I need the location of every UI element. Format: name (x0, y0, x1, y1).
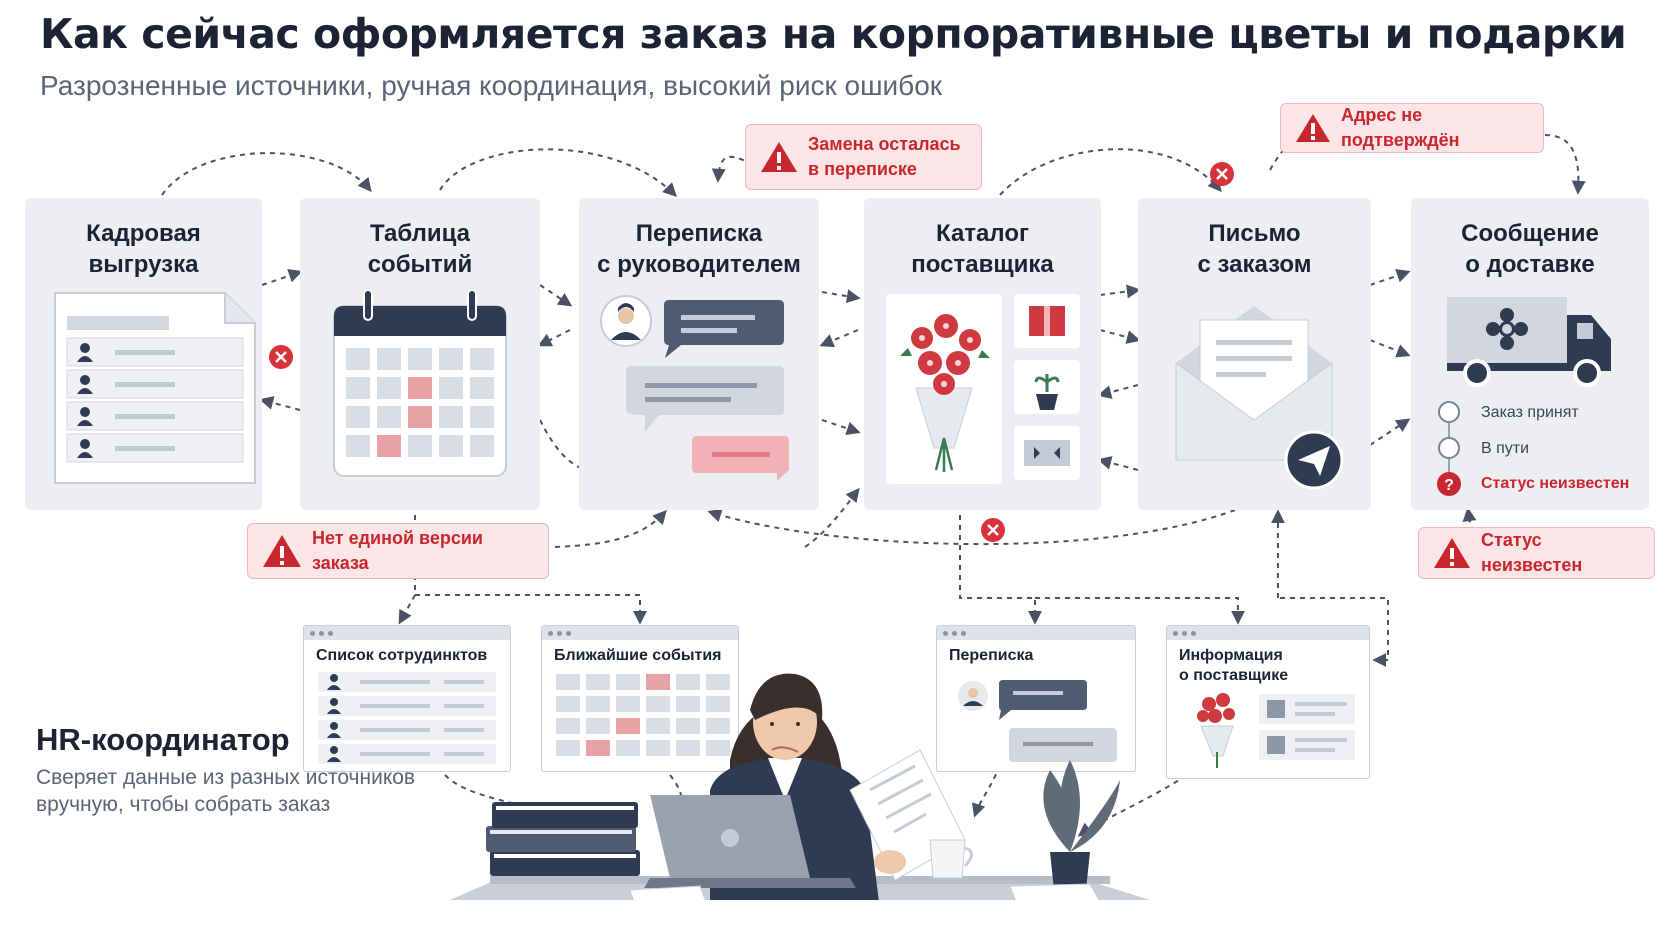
stage-title: Переписка с руководителем (597, 220, 801, 278)
calendar-cell (470, 348, 494, 370)
calendar-cell (470, 406, 494, 428)
coordinator-illustration (450, 673, 1150, 900)
stage-title: Письмо с заказом (1197, 220, 1312, 278)
alert-status-unknown: Статус неизвестен (1418, 527, 1655, 579)
page-subtitle: Разрозненные источники, ручная координац… (40, 70, 943, 101)
calendar-cell (556, 674, 580, 690)
calendar-cell (676, 696, 700, 712)
calendar-icon (333, 289, 507, 477)
warning-icon (1296, 114, 1330, 142)
calendar-cell (616, 674, 640, 690)
calendar-cell (556, 696, 580, 712)
stage-title: Сообщение о доставке (1461, 220, 1599, 278)
calendar-cell (408, 377, 432, 399)
warning-icon (761, 142, 797, 172)
supplier-info-icon (1197, 693, 1355, 768)
calendar-cell (646, 740, 670, 756)
calendar-cell (439, 377, 463, 399)
calendar-cell (586, 740, 610, 756)
calendar-cell (377, 348, 401, 370)
spreadsheet-icon (54, 292, 256, 484)
status-unknown: Статус неизвестен (1481, 475, 1630, 492)
calendar-cell (646, 674, 670, 690)
stage-delivery-message: Сообщение о доставке ? Заказ принят В пу… (1411, 198, 1649, 510)
alert-text: Нет единой версии заказа (312, 528, 483, 573)
calendar-cell (616, 718, 640, 734)
calendar-cell (586, 674, 610, 690)
alert-address-unconfirmed: Адрес не подтверждён (1280, 103, 1544, 153)
calendar-cell (377, 435, 401, 457)
mini-calendar-icon (556, 674, 730, 756)
window-title: Ближайшие события (554, 647, 722, 664)
calendar-cell (439, 406, 463, 428)
employee-list-icon (318, 672, 496, 764)
calendar-cell (706, 740, 730, 756)
alert-text: Замена осталась в переписке (808, 134, 961, 179)
calendar-cell (676, 674, 700, 690)
stage-title: Каталог поставщика (911, 220, 1054, 278)
calendar-cell (439, 348, 463, 370)
page-title: Как сейчас оформляется заказ на корпорат… (40, 10, 1627, 58)
stage-title: Таблица событий (367, 220, 473, 278)
status-accepted: Заказ принят (1481, 404, 1579, 421)
calendar-cell (408, 348, 432, 370)
calendar-cell (470, 377, 494, 399)
alert-text: Статус неизвестен (1481, 530, 1583, 575)
window-title: Информация о поставщике (1179, 647, 1289, 684)
window-title: Переписка (949, 647, 1034, 664)
status-timeline: ? (1437, 401, 1461, 496)
calendar-cell (706, 674, 730, 690)
calendar-cell (377, 377, 401, 399)
calendar-cell (646, 696, 670, 712)
alert-replacement-in-chat: Замена осталась в переписке (745, 124, 982, 190)
calendar-cell (706, 718, 730, 734)
stage-manager-chat: Переписка с руководителем (579, 198, 819, 510)
calendar-cell (676, 740, 700, 756)
calendar-cell (676, 718, 700, 734)
status-in-transit: В пути (1481, 440, 1530, 457)
envelope-icon (1175, 306, 1344, 490)
calendar-cell (439, 435, 463, 457)
calendar-cell (346, 377, 370, 399)
calendar-cell (470, 435, 494, 457)
coordinator-role: HR-координатор (36, 722, 290, 757)
stage-supplier-catalog: Каталог поставщика (864, 198, 1101, 510)
stage-hr-export: Кадровая выгрузка (25, 198, 262, 510)
coordinator-description: Сверяет данные из разных источников вруч… (36, 766, 416, 816)
mini-chat-icon (958, 680, 1117, 762)
warning-icon (1434, 538, 1470, 568)
calendar-cell (646, 718, 670, 734)
window-chat: Переписка (936, 625, 1136, 772)
svg-text:?: ? (1444, 477, 1454, 494)
calendar-cell (586, 718, 610, 734)
calendar-cell (377, 406, 401, 428)
calendar-cell (616, 696, 640, 712)
alert-text: Адрес не подтверждён (1341, 105, 1460, 150)
stage-order-email: Письмо с заказом (1138, 198, 1371, 510)
chat-bubbles-icon (600, 295, 789, 481)
warning-icon (263, 535, 301, 567)
catalog-icon (886, 294, 1080, 484)
calendar-cell (556, 740, 580, 756)
calendar-cell (346, 406, 370, 428)
window-upcoming-events: Ближайшие события (541, 625, 739, 772)
calendar-cell (408, 406, 432, 428)
calendar-cell (556, 718, 580, 734)
window-supplier-info: Информация о поставщике (1166, 625, 1370, 779)
window-employee-list: Список сотрудинктов (303, 625, 511, 772)
calendar-cell (616, 740, 640, 756)
calendar-cell (346, 435, 370, 457)
calendar-cell (346, 348, 370, 370)
window-title: Список сотрудинктов (316, 647, 488, 664)
alert-no-single-version: Нет единой версии заказа (247, 523, 549, 579)
calendar-cell (706, 696, 730, 712)
delivery-truck-icon (1447, 297, 1611, 387)
calendar-cell (408, 435, 432, 457)
stage-event-table: Таблица событий (300, 198, 540, 510)
stage-title: Кадровая выгрузка (86, 220, 201, 278)
calendar-cell (586, 696, 610, 712)
